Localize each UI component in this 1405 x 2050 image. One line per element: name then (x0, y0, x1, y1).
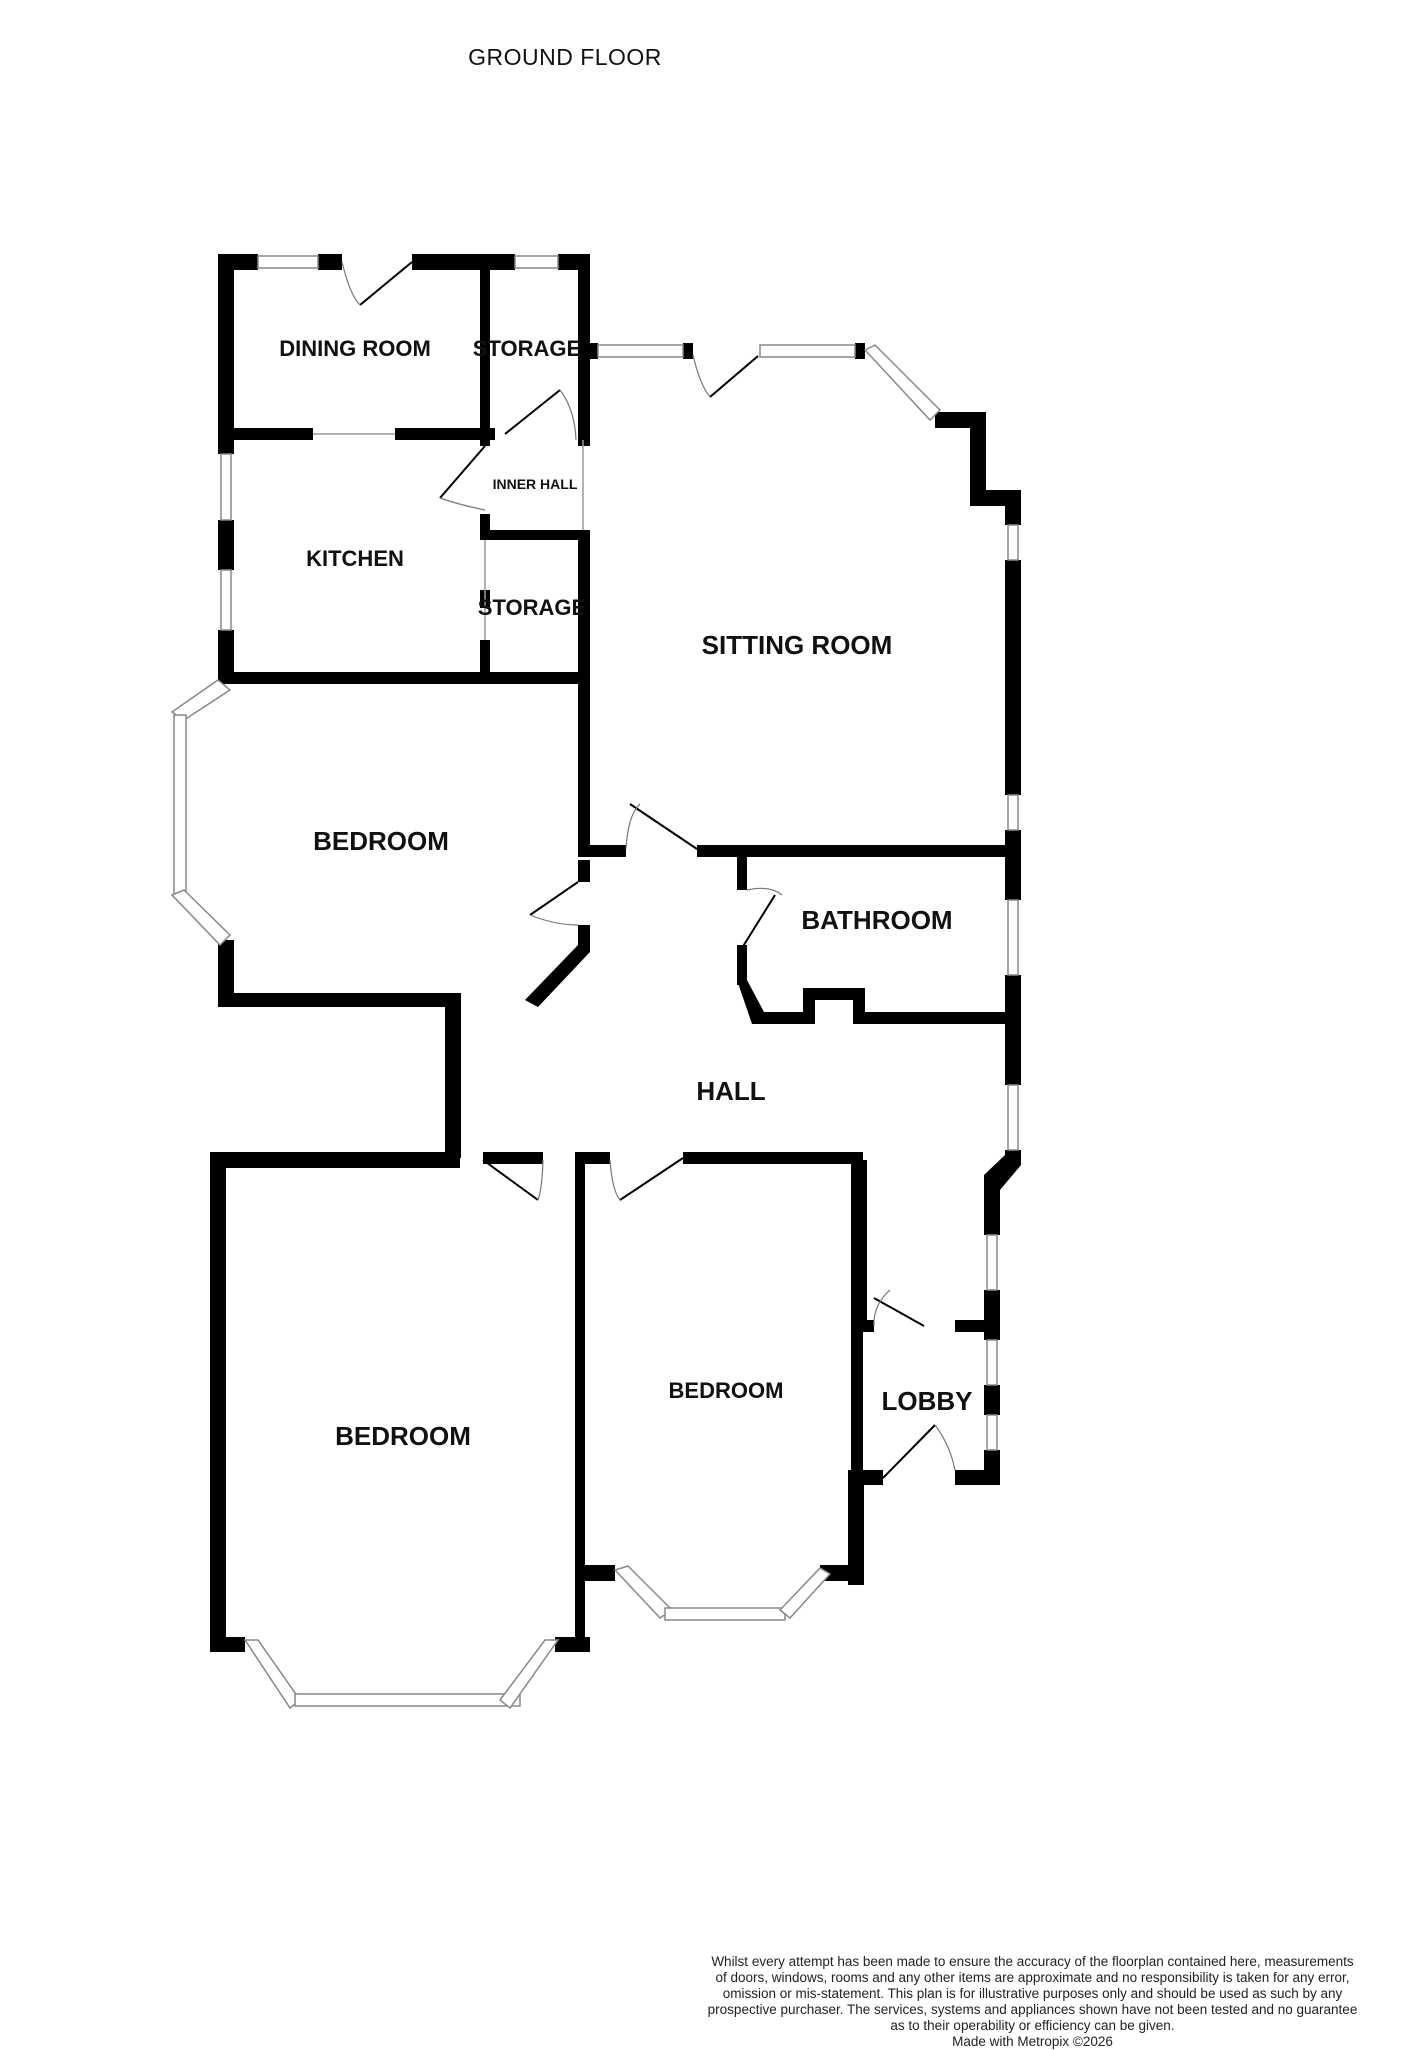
disclaimer-line: Whilst every attempt has been made to en… (711, 1954, 1354, 1969)
disclaimer-line: as to their operability or efficiency ca… (890, 2018, 1175, 2033)
floor-title: GROUND FLOOR (468, 44, 662, 70)
room-label-storage-top: STORAGE (473, 336, 581, 361)
room-label-sitting-room: SITTING ROOM (702, 630, 893, 660)
room-label-inner-hall: INNER HALL (493, 476, 578, 492)
room-label-storage-mid: STORAGE (478, 595, 586, 620)
doors (341, 261, 956, 1479)
room-label-kitchen: KITCHEN (306, 546, 404, 571)
disclaimer-line: omission or mis-statement. This plan is … (722, 1986, 1343, 2001)
room-label-bedroom-large: BEDROOM (335, 1421, 471, 1451)
room-label-bedroom-middle: BEDROOM (669, 1378, 784, 1403)
credit-line: Made with Metropix ©2026 (952, 2034, 1113, 2049)
room-label-bedroom-west: BEDROOM (313, 826, 449, 856)
room-label-dining-room: DINING ROOM (279, 336, 431, 361)
disclaimer: Whilst every attempt has been made to en… (660, 1954, 1405, 2050)
disclaimer-line: of doors, windows, rooms and any other i… (715, 1970, 1350, 1985)
room-label-lobby: LOBBY (882, 1386, 973, 1416)
disclaimer-line: prospective purchaser. The services, sys… (707, 2002, 1358, 2017)
room-label-bathroom: BATHROOM (801, 905, 952, 935)
windows (170, 255, 1019, 1710)
walls (210, 254, 1021, 1652)
room-label-hall: HALL (696, 1076, 765, 1106)
